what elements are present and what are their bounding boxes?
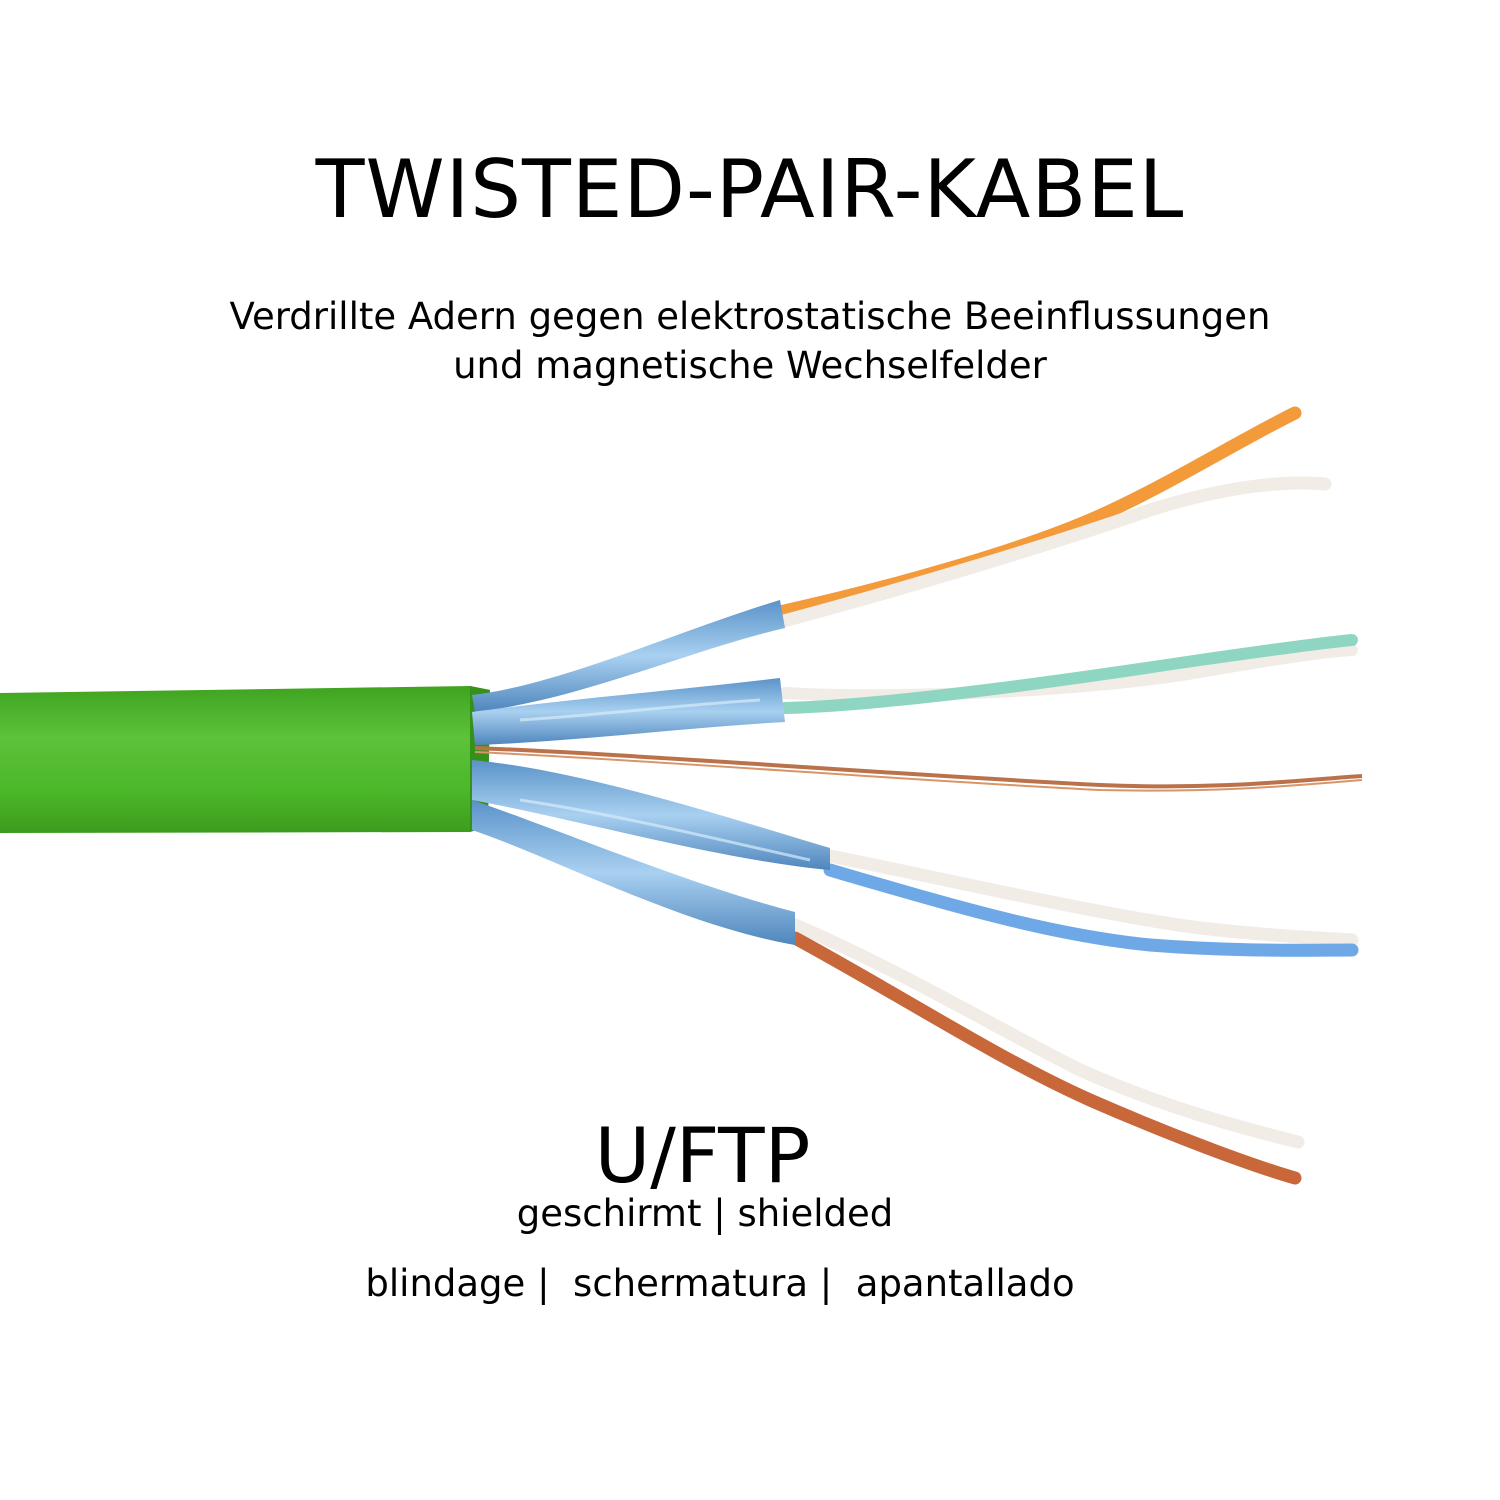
cable-illustration xyxy=(0,406,1363,1185)
shield-type-label: U/FTP xyxy=(594,1111,811,1200)
page-title: TWISTED-PAIR-KABEL xyxy=(315,143,1185,236)
foil-shields xyxy=(472,600,830,945)
wire-pair-blue xyxy=(823,849,1359,957)
shield-translations: blindage | schermatura | apantallado xyxy=(365,1262,1075,1305)
subtitle-line-1: Verdrillte Adern gegen elektrostatische … xyxy=(229,295,1271,338)
subtitle: Verdrillte Adern gegen elektrostatische … xyxy=(0,292,1500,390)
cable-jacket xyxy=(0,686,490,833)
subtitle-line-2: und magnetische Wechselfelder xyxy=(453,344,1047,387)
shield-description: geschirmt | shielded xyxy=(516,1192,894,1235)
wire-pair-brown xyxy=(788,918,1305,1185)
wire-pair-orange xyxy=(773,406,1332,629)
drain-wire xyxy=(474,746,1363,792)
wire-pair-green xyxy=(779,634,1358,714)
